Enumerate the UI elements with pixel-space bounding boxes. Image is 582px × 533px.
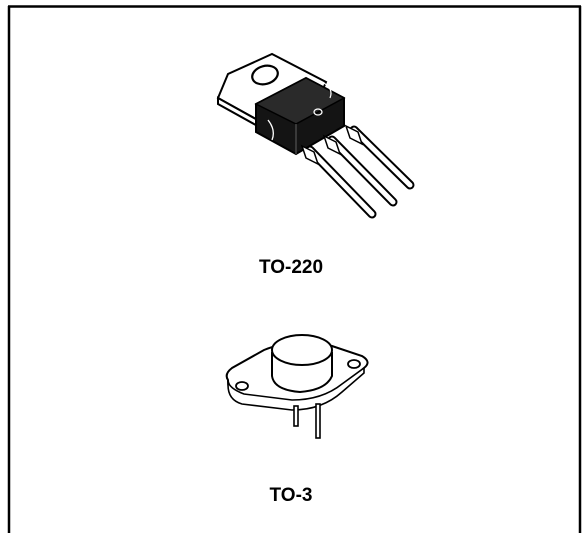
to220-body <box>254 76 346 156</box>
to3-label: TO-3 <box>269 485 313 506</box>
to220-leads <box>305 125 415 219</box>
to3-pins <box>293 403 321 439</box>
to220-package-icon <box>216 52 415 219</box>
to3-package-icon <box>225 334 369 439</box>
to220-label: TO-220 <box>258 257 324 278</box>
to3-can <box>271 334 333 394</box>
to220-lead-shoulders <box>300 124 364 166</box>
